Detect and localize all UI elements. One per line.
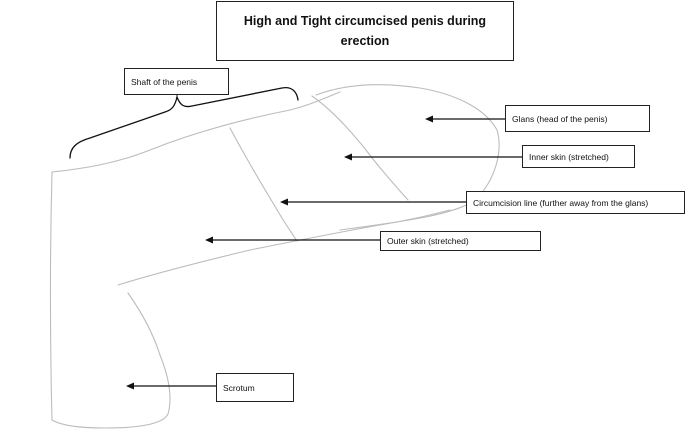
title-box: High and Tight circumcised penis during … xyxy=(216,1,514,61)
sketch-circumcision-line xyxy=(229,127,298,242)
shaft-bracket xyxy=(69,86,299,159)
diagram-title: High and Tight circumcised penis during … xyxy=(243,14,487,48)
label-circumcision-line: Circumcision line (further away from the… xyxy=(466,191,685,214)
outer-skin-arrow xyxy=(205,236,380,244)
label-scrotum: Scrotum xyxy=(216,373,294,402)
inner-skin-arrow xyxy=(344,153,522,161)
scrotum-arrow xyxy=(126,382,216,390)
label-shaft: Shaft of the penis xyxy=(124,68,229,95)
glans-arrow xyxy=(425,115,505,123)
label-glans: Glans (head of the penis) xyxy=(505,105,650,132)
sketch-glans-inner-curve xyxy=(311,95,409,201)
sketch-shaft-top-edge xyxy=(51,91,341,173)
sketch-left-edge xyxy=(49,171,53,421)
label-inner-skin: Inner skin (stretched) xyxy=(522,145,635,168)
sketch-glans-outline xyxy=(315,84,500,231)
label-outer-skin: Outer skin (stretched) xyxy=(380,231,541,251)
sketch-scrotum-outline xyxy=(51,292,171,429)
circumcision-line-arrow xyxy=(280,198,466,206)
